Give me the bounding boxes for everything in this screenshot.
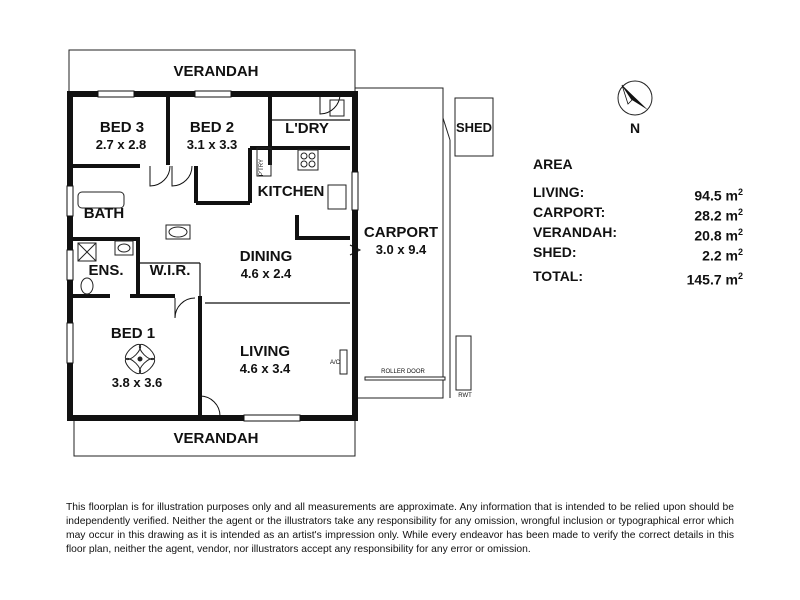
fixtures [77,99,348,375]
laundry-label: L'DRY [285,120,329,137]
area-label: SHED: [533,244,577,260]
dining-size: 4.6 x 2.4 [241,266,292,281]
roller-door [364,376,446,381]
area-total-value: 145.7 m2 [686,271,743,288]
area-value: 94.5 m2 [694,187,743,204]
bed1-label: BED 1 [111,325,155,342]
windows [66,90,359,422]
carport-outline [355,87,444,399]
ac-label: A/C [330,360,341,366]
area-row-shed: SHED: 2.2 m2 [533,242,743,264]
area-summary: AREA LIVING: 94.5 m2 CARPORT: 28.2 m2 VE… [533,156,743,288]
rwt-outline [455,335,472,391]
ensuite-label: ENS. [88,262,123,279]
carport-size: 3.0 x 9.4 [376,242,427,257]
living-label: LIVING [240,343,290,360]
roller-door-label: ROLLER DOOR [381,369,425,375]
compass-label: N [630,120,640,136]
area-total-label: TOTAL: [533,268,584,284]
area-value: 20.8 m2 [694,227,743,244]
area-label: LIVING: [533,184,585,200]
shed-label: SHED [456,120,492,135]
bath-label: BATH [84,205,125,222]
partition-lines [138,119,350,304]
carport-diagonal [442,117,451,141]
area-value: 28.2 m2 [694,207,743,224]
kitchen-label: KITCHEN [258,183,325,200]
area-row-living: LIVING: 94.5 m2 [533,182,743,204]
area-label: CARPORT: [533,204,606,220]
verandah-top-label: VERANDAH [173,63,258,80]
doors [149,93,362,417]
disclaimer-text: This floorplan is for illustration purpo… [66,502,734,555]
area-row-carport: CARPORT: 28.2 m2 [533,202,743,224]
living-size: 4.6 x 3.4 [240,361,291,376]
bed2-label: BED 2 [190,119,234,136]
ceiling-fan-icon [124,343,156,375]
wir-label: W.I.R. [150,262,191,279]
pantry-label: P'TRY [259,159,265,176]
area-title: AREA [533,156,573,172]
bed1-size: 3.8 x 3.6 [112,375,163,390]
dining-label: DINING [240,248,293,265]
shed-outline [454,97,494,157]
area-label: VERANDAH: [533,224,617,240]
bed3-size: 2.7 x 2.8 [96,137,147,152]
rwt-label: RWT [458,393,472,399]
floor-plan: N VERANDAH BED 3 2.7 x 2.8 BED 2 3.1 x 3… [66,49,653,457]
bed3-label: BED 3 [100,119,144,136]
verandah-bottom-label: VERANDAH [173,430,258,447]
area-row-total: TOTAL: 145.7 m2 [533,266,743,288]
area-value: 2.2 m2 [702,247,743,264]
carport-label: CARPORT [364,224,438,241]
north-compass-icon [617,80,653,116]
area-row-verandah: VERANDAH: 20.8 m2 [533,222,743,244]
bed2-size: 3.1 x 3.3 [187,137,238,152]
